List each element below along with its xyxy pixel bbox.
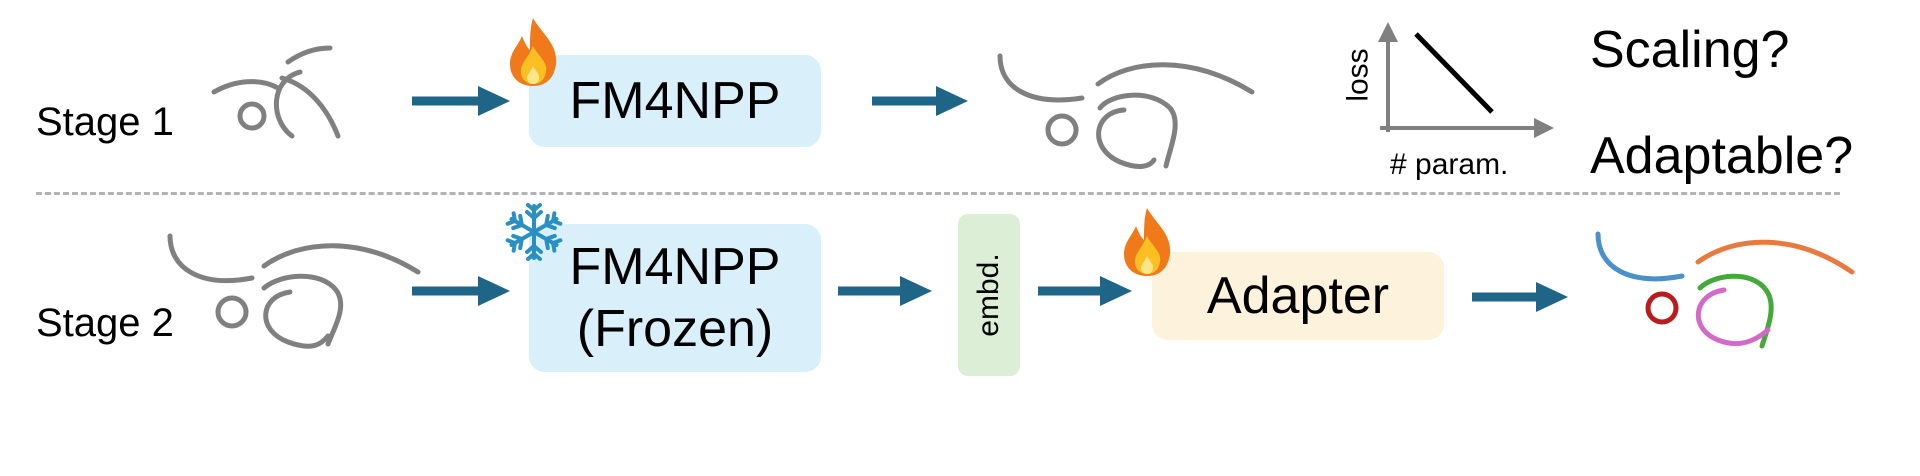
fm4npp-label: FM4NPP <box>569 71 781 130</box>
arrow-input-to-fm4npp <box>412 86 510 116</box>
track-orange <box>1695 239 1855 275</box>
fm4npp-frozen-box: FM4NPP (Frozen) <box>529 224 821 372</box>
embedding-box: embd. <box>958 214 1020 376</box>
track-pink <box>1696 287 1771 347</box>
adaptable-question: Adaptable? <box>1590 127 1854 185</box>
track-red-circle <box>1645 291 1679 325</box>
adapter-label: Adapter <box>1206 266 1390 325</box>
arrow-frozen-to-embd <box>838 276 932 306</box>
scaling-question: Scaling? <box>1590 21 1790 79</box>
arrow-embd-to-adapter <box>1038 276 1132 306</box>
fire-icon <box>1124 208 1171 276</box>
plot-ylabel: loss <box>1341 48 1375 102</box>
embedding-label: embd. <box>972 253 1005 337</box>
trend-line <box>1414 32 1494 114</box>
arrow-adapter-to-output <box>1472 282 1568 312</box>
fm4npp-box: FM4NPP <box>529 55 821 147</box>
frozen-note: (Frozen) <box>576 300 774 358</box>
adapter-box: Adapter <box>1152 252 1444 340</box>
stage1-input-tracks <box>211 45 341 139</box>
stage1-output-tracks <box>997 53 1255 169</box>
track-blue <box>1595 231 1685 282</box>
loss-vs-params-plot <box>1378 22 1554 138</box>
arrow-input-to-frozen-fm4npp <box>412 276 510 306</box>
stage2-colored-tracks <box>1595 231 1855 349</box>
arrow-fm4npp-to-output <box>872 86 968 116</box>
stage-divider <box>36 192 1840 195</box>
snowflake-icon <box>505 203 563 261</box>
stage-2-label: Stage 2 <box>36 301 174 345</box>
stage2-input-tracks <box>167 233 421 349</box>
fire-icon <box>510 18 557 86</box>
fm4npp-frozen-label: FM4NPP <box>569 237 781 296</box>
stage-1-label: Stage 1 <box>36 100 174 144</box>
plot-xlabel: # param. <box>1390 148 1509 181</box>
